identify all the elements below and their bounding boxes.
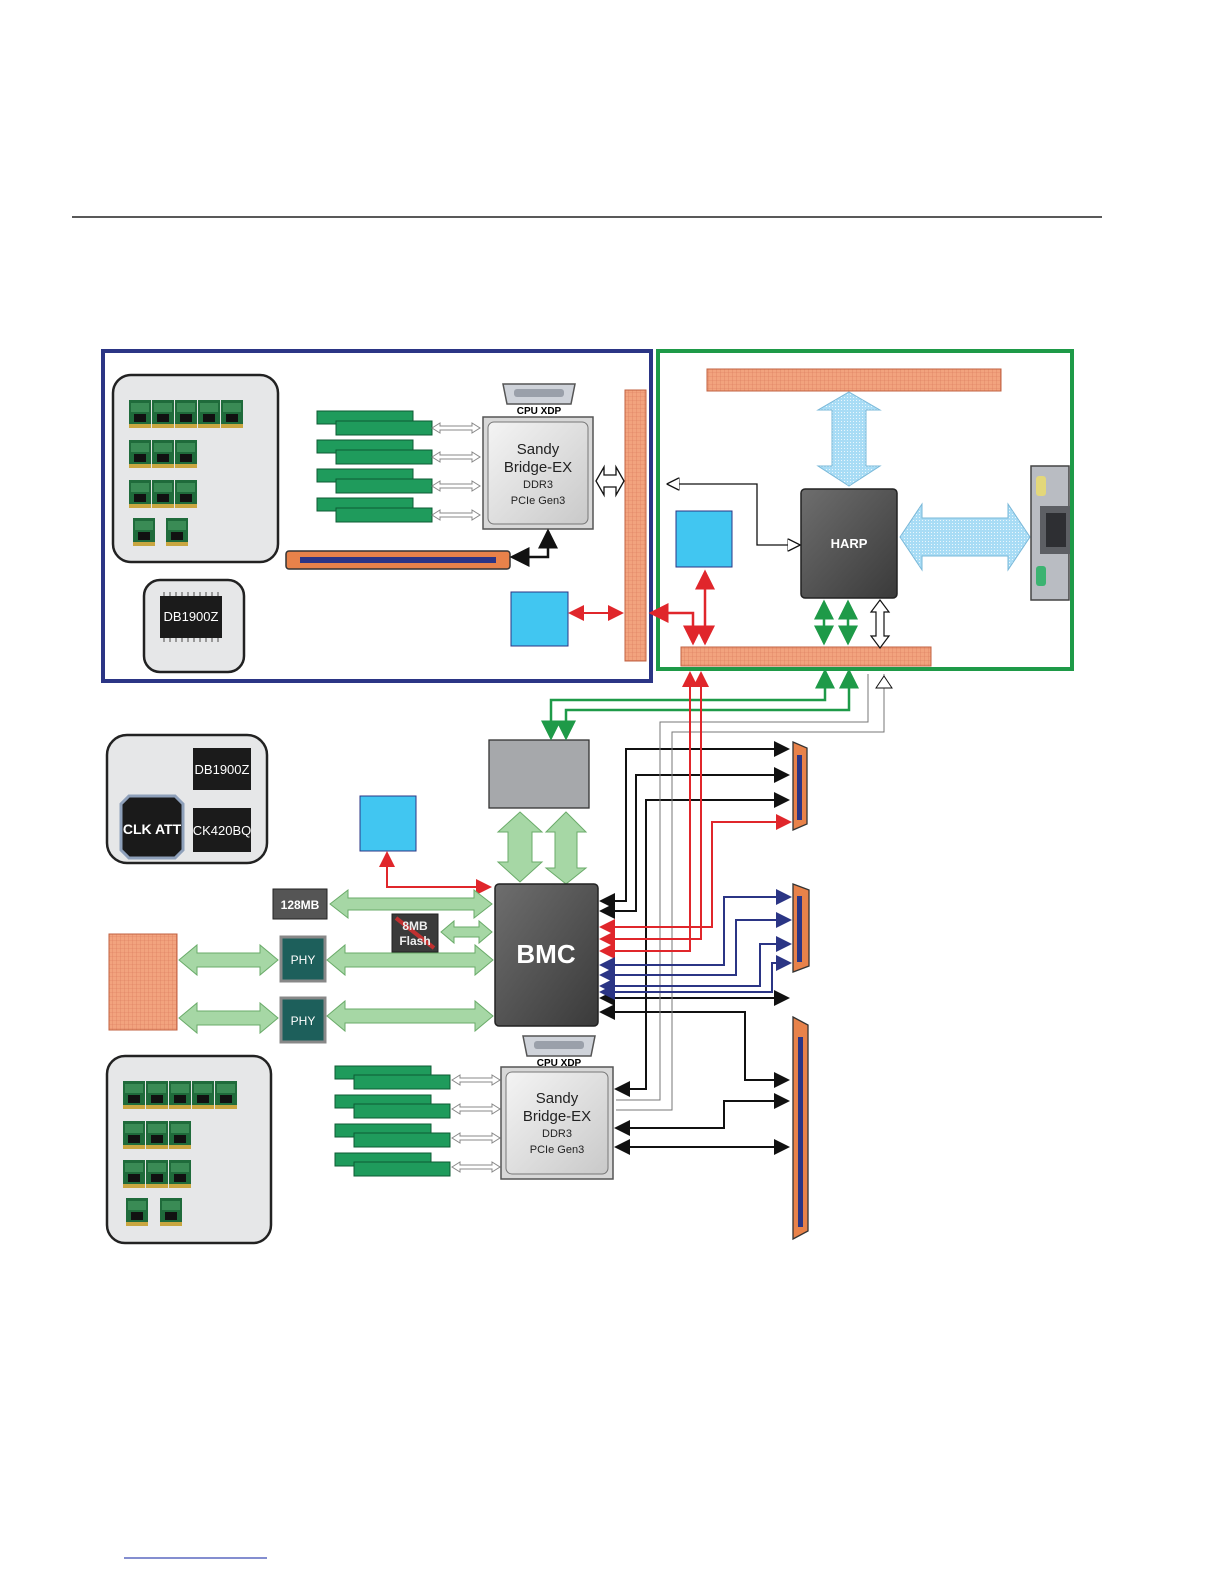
cpu-top-line4: PCIe Gen3 [511, 495, 565, 507]
db1900z-clk-label: DB1900Z [195, 762, 250, 777]
blue-box-harp-board [676, 511, 732, 567]
harp-label: HARP [831, 536, 868, 551]
connector-right-2 [793, 884, 809, 972]
cpu-bottom-line1: Sandy [536, 1090, 579, 1107]
cpu-top-line2: Bridge-EX [504, 459, 572, 476]
ddr-slot-group-bottom [335, 1066, 450, 1176]
blue-box-bmc [360, 796, 416, 851]
rj45-magnetics-block [109, 934, 177, 1030]
connector-right-1 [793, 742, 807, 830]
cpu-xdp-top-label: CPU XDP [517, 406, 562, 417]
bmc-label: BMC [516, 939, 575, 969]
cpu-bottom-line3: DDR3 [542, 1128, 572, 1140]
cpu-bottom-line4: PCIe Gen3 [530, 1144, 584, 1156]
gray-box-bmc-upper [489, 740, 589, 808]
clk-att-label: CLK ATT [123, 821, 182, 837]
phy2-label: PHY [291, 1014, 316, 1028]
cpu-top-line1: Sandy [517, 441, 560, 458]
ck420bq-label: CK420BQ [193, 823, 252, 838]
bus-connector-top-harp [707, 369, 1001, 391]
flash-label-line1: 8MB [402, 919, 428, 933]
cpu-bottom-line2: Bridge-EX [523, 1108, 591, 1125]
rj45-port-icon [1031, 466, 1070, 600]
vga-connector-icon-bottom [523, 1036, 595, 1056]
mem-128mb-label: 128MB [281, 898, 320, 912]
db1900z-top-label: DB1900Z [164, 609, 219, 624]
blue-box-cpu-board [511, 592, 568, 646]
phy1-label: PHY [291, 953, 316, 967]
flash-label-line2: Flash [399, 934, 430, 948]
bus-connector-vertical [625, 390, 646, 661]
bus-connector-bottom-harp [681, 647, 931, 666]
vga-connector-icon [503, 384, 575, 404]
connector-right-3 [793, 1017, 808, 1239]
cpu-top-line3: DDR3 [523, 479, 553, 491]
